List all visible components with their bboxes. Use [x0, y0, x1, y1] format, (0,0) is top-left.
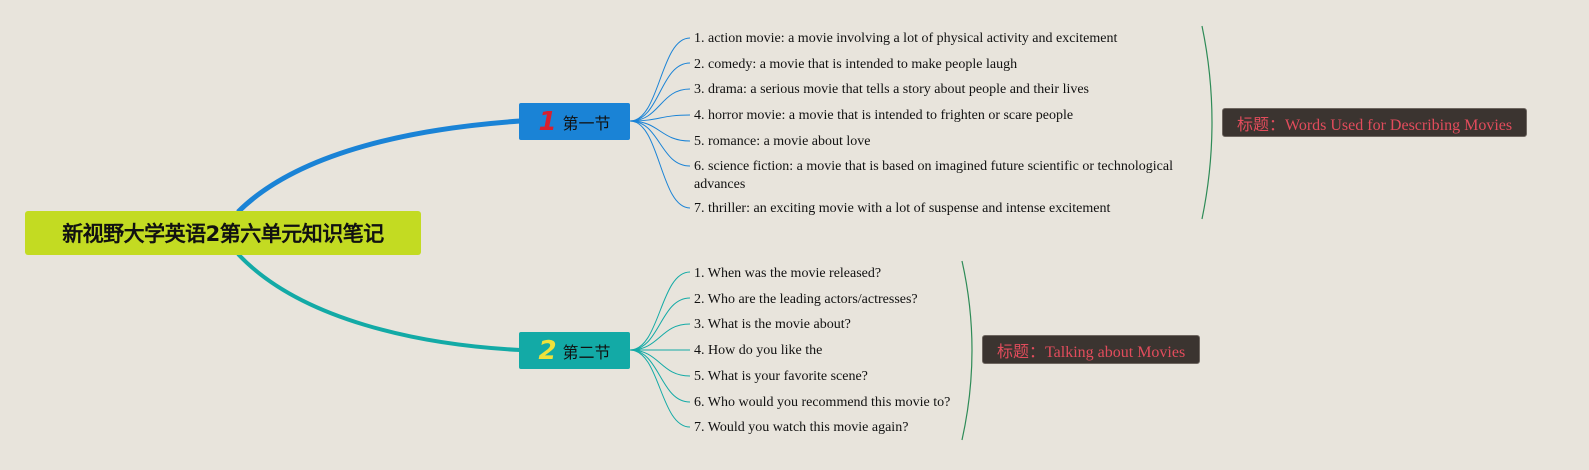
- leaf-connector-6: [629, 349, 691, 403]
- leaf-connector-3: [629, 88, 691, 122]
- leaf-item[interactable]: 5. romance: a movie about love: [694, 134, 871, 149]
- leaf-lines-section-1: [629, 37, 691, 209]
- leaf-item[interactable]: 4. horror movie: a movie that is intende…: [694, 108, 1074, 123]
- leaf-connector-6: [629, 120, 691, 167]
- section-label-2: 第二节: [562, 342, 611, 362]
- leaf-connector-5: [629, 349, 691, 377]
- leaf-item[interactable]: 7. thriller: an exciting movie with a lo…: [694, 201, 1111, 216]
- leaf-item[interactable]: 2. Who are the leading actors/actresses?: [694, 292, 918, 307]
- leaf-connector-4: [629, 114, 691, 122]
- brace-section-1: [1201, 25, 1213, 220]
- branch-line-section-2: [236, 252, 521, 352]
- summary-label-1[interactable]: 标题：Words Used for Describing Movies: [1222, 108, 1528, 137]
- leaf-item[interactable]: 4. How do you like the: [694, 343, 823, 358]
- brace-section-2: [961, 260, 973, 441]
- leaf-connector-1: [629, 271, 691, 351]
- section-node-2[interactable]: 2 第二节: [519, 332, 630, 369]
- leaf-item[interactable]: 7. Would you watch this movie again?: [694, 420, 909, 435]
- leaf-connector-7: [629, 349, 691, 428]
- section-number-1: 1: [538, 106, 557, 137]
- leaf-item[interactable]: 6. Who would you recommend this movie to…: [694, 395, 951, 410]
- section-label-1: 第一节: [562, 113, 611, 133]
- leaf-connector-2: [629, 297, 691, 351]
- leaf-item[interactable]: 2. comedy: a movie that is intended to m…: [694, 57, 1018, 72]
- leaf-connector-1: [629, 37, 691, 122]
- leaf-lines-section-2: [629, 271, 691, 428]
- leaf-item[interactable]: 1. action movie: a movie involving a lot…: [694, 31, 1118, 46]
- branch-line-section-1: [236, 118, 521, 214]
- leaf-item[interactable]: 3. What is the movie about?: [694, 317, 851, 332]
- section-number-2: 2: [538, 335, 557, 366]
- leaf-connector-7: [629, 120, 691, 209]
- leaf-item[interactable]: 3. drama: a serious movie that tells a s…: [694, 82, 1090, 97]
- summary-label-2[interactable]: 标题：Talking about Movies: [982, 335, 1201, 364]
- leaf-item[interactable]: 5. What is your favorite scene?: [694, 369, 868, 384]
- leaf-item[interactable]: 6. science fiction: a movie that is base…: [694, 159, 1173, 192]
- root-topic[interactable]: 新视野大学英语2第六单元知识笔记: [25, 211, 421, 255]
- leaf-connector-3: [629, 323, 691, 351]
- section-node-1[interactable]: 1 第一节: [519, 103, 630, 140]
- leaf-item[interactable]: 1. When was the movie released?: [694, 266, 882, 281]
- leaf-connector-2: [629, 62, 691, 122]
